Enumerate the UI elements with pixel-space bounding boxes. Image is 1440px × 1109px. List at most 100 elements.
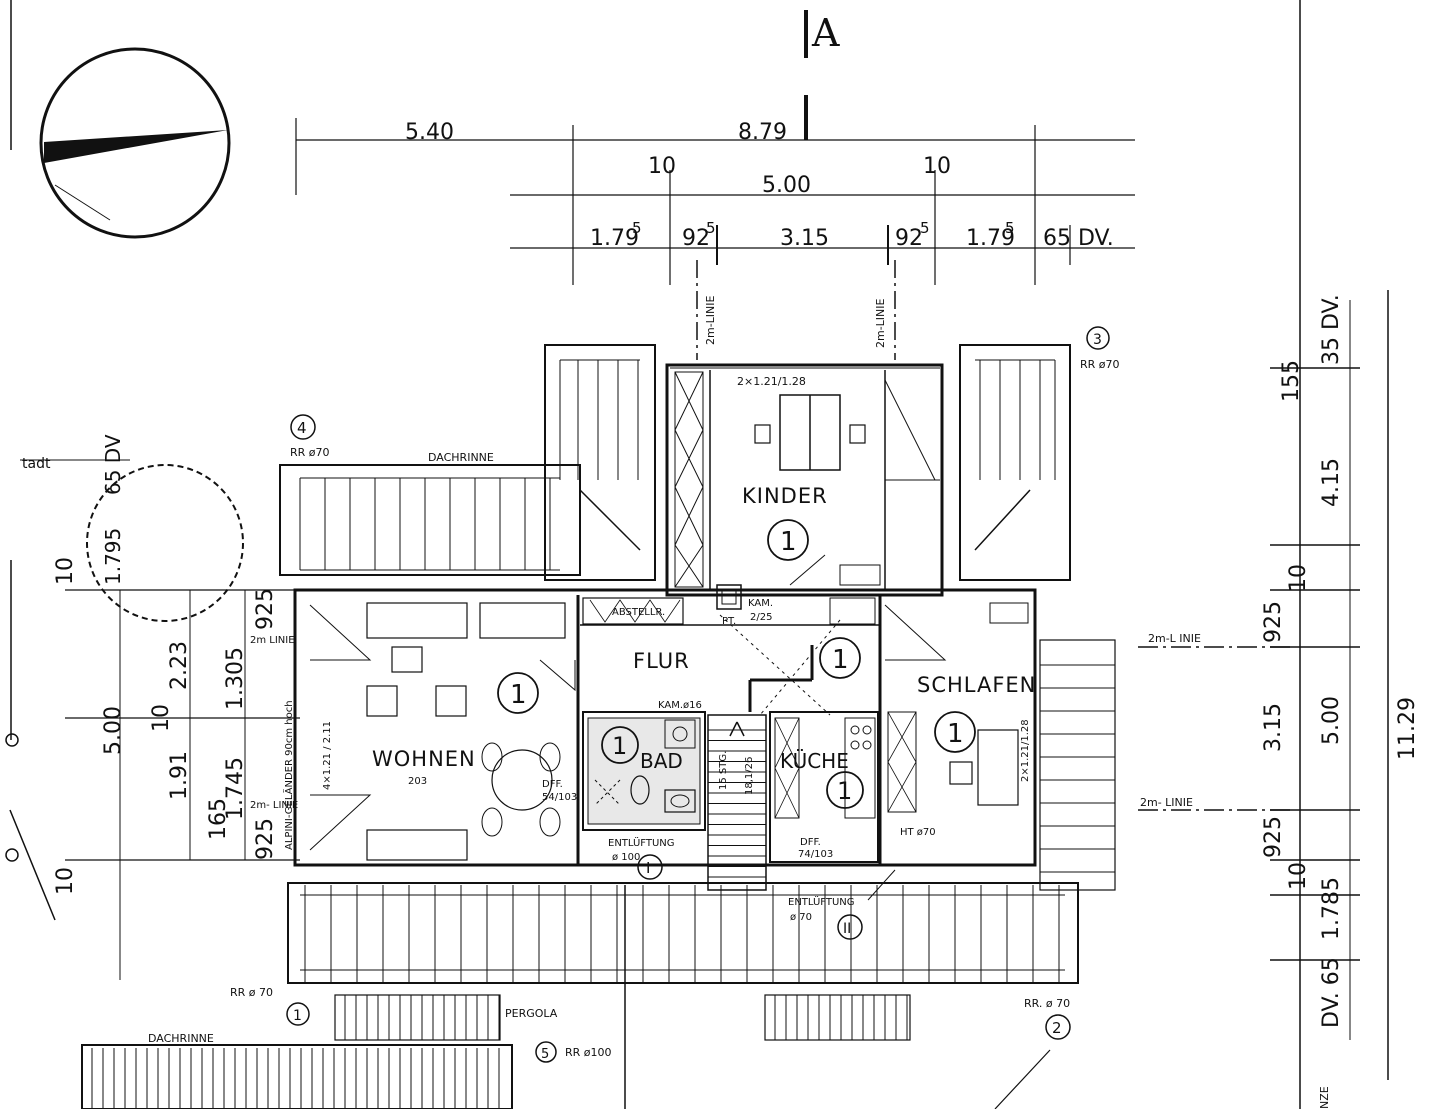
window-schlafen: 2×1.21/1.28 — [1020, 719, 1031, 782]
pt-label: PT. — [722, 616, 736, 627]
dim-10-left: 10 — [648, 154, 676, 179]
dim-1-795-right: 1.79 — [966, 226, 1015, 251]
ht-label: HT ø70 — [900, 827, 936, 838]
entl1-dim: ø 100 — [612, 852, 640, 863]
kam-dim: 2/25 — [750, 612, 772, 623]
dim-8-79: 8.79 — [738, 120, 787, 145]
room-wohnen-sub: 203 — [408, 776, 427, 787]
level-markers: 1 1 1 1 1 1 — [497, 519, 976, 809]
downpipe-4-label: RR ø70 — [290, 446, 330, 459]
level-mark-bad: 1 — [612, 732, 627, 760]
roof-left-wing: DACHRINNE — [279, 451, 581, 576]
downpipe-5: 5 RR ø100 — [535, 1041, 612, 1063]
gelaender-label: ALPINI-GELÄNDER 90cm hoch — [282, 700, 295, 850]
room-bad: BAD — [640, 749, 683, 773]
dim-65-dv-top: 65 DV. — [1043, 226, 1114, 251]
dim-925-r1: 925 — [1261, 601, 1286, 643]
dim-35-dv: 35 DV. — [1319, 294, 1344, 365]
entl2-label: ENTLÜFTUNG — [788, 895, 855, 908]
dim-1-795-left: 1.79 — [590, 226, 639, 251]
downpipe-4-num: 4 — [297, 419, 307, 437]
linie-label-h2: 2m- LINIE — [1140, 796, 1193, 809]
dim-dv-65: DV. 65 — [1319, 957, 1344, 1028]
dim-925-r2: 925 — [1261, 816, 1286, 858]
room-flur: FLUR — [633, 649, 690, 673]
right-dimension-chain: 35 DV. 155 4.15 10 925 3.15 5.00 11.29 9… — [1261, 294, 1420, 1040]
building-outline: 2×1.21/1.28 KINDER — [293, 363, 1037, 867]
room-schlafen: SCHLAFEN — [917, 673, 1036, 697]
dim-1-785: 1.785 — [1319, 877, 1344, 940]
dachrinne-bottom: DACHRINNE — [148, 1032, 214, 1045]
downpipe-5-num: 5 — [541, 1047, 549, 1062]
level-mark-wohnen: 1 — [510, 680, 527, 710]
dim-4-15: 4.15 — [1319, 458, 1344, 507]
level-mark-flur: 1 — [832, 645, 849, 675]
dim-sup: 5 — [920, 219, 930, 237]
downpipe-1-label: RR ø 70 — [230, 986, 273, 999]
dim-5-00-top: 5.00 — [762, 173, 811, 198]
dim-3-15-top: 3.15 — [780, 226, 829, 251]
linie-label-v2: 2m-LINIE — [874, 298, 887, 348]
linie-left-2: 2m- LINIE — [250, 800, 298, 811]
dim-65-dv-left: 65 DV — [101, 434, 125, 495]
north-arrow-icon — [39, 47, 231, 239]
downpipe-2-label: RR. ø 70 — [1024, 997, 1070, 1010]
window-wohnen: 4×1.21 / 2.11 — [322, 721, 333, 790]
interior-walls: ABSTELLR. KAM. 2/25 PT. KAM.ø16 BAD DFF.… — [542, 584, 882, 891]
ventilation: ENTLÜFTUNG ø 100 I ENTLÜFTUNG ø 70 II — [608, 836, 896, 940]
dim-5-00-left: 5.00 — [101, 706, 126, 755]
roof-bottom — [287, 882, 1079, 1109]
dim-925-l2: 925 — [253, 818, 278, 860]
level-mark-schlafen: 1 — [947, 719, 964, 749]
dim-165: 165 — [206, 798, 231, 840]
downpipe-1: 1 RR ø 70 — [230, 986, 310, 1026]
bottom-right-label: NZE — [1318, 1086, 1331, 1109]
two-meter-lines-right: 2m-L INIE 2m- LINIE — [1138, 632, 1295, 811]
dff-kuche-dim: 74/103 — [798, 849, 833, 860]
downpipe-3: 3 RR ø70 — [1080, 326, 1120, 371]
dachrinne-top: DACHRINNE — [428, 451, 494, 464]
section-marker: A — [811, 11, 840, 55]
downpipe-1-num: 1 — [293, 1008, 302, 1024]
dim-5-40: 5.40 — [405, 120, 454, 145]
linie-label-h1: 2m-L INIE — [1148, 632, 1201, 645]
downpipe-2: 2 RR. ø 70 — [1024, 997, 1071, 1040]
wohnen-furniture: WOHNEN 203 4×1.21 / 2.11 ALPINI-GELÄNDER… — [282, 602, 576, 861]
level-mark-kinder: 1 — [780, 527, 797, 557]
entl1-mark: I — [646, 859, 650, 877]
room-kuche: KÜCHE — [780, 749, 849, 773]
downpipe-3-label: RR ø70 — [1080, 358, 1120, 371]
linie-label-v1: 2m-LINIE — [704, 295, 717, 345]
stairs-ratio: 18,1/26 — [744, 757, 755, 795]
downpipe-2-num: 2 — [1052, 1019, 1062, 1037]
stadt-text: tadt — [22, 456, 51, 472]
downpipe-3-num: 3 — [1093, 332, 1102, 348]
top-dimension-chain: 5.40 8.79 10 10 5.00 1.79 5 92 5 3.15 92… — [295, 118, 1135, 285]
dim-925-right: 92 — [895, 226, 923, 251]
linie-left-1: 2m LINIE — [250, 635, 295, 646]
schlafen-furniture: SCHLAFEN 2×1.21/1.28 HT ø70 — [884, 602, 1036, 838]
dim-925-left: 92 — [682, 226, 710, 251]
pergola: PERGOLA — [334, 994, 911, 1041]
dim-10-l1: 10 — [53, 557, 78, 585]
room-abstell: ABSTELLR. — [612, 607, 665, 618]
pergola-label: PERGOLA — [505, 1007, 558, 1020]
dim-10-l3: 10 — [53, 867, 78, 895]
dim-10-r1: 10 — [1286, 564, 1311, 592]
dff-bad-dim: 54/103 — [542, 792, 577, 803]
roof-lower-left: DACHRINNE — [81, 1032, 513, 1109]
dim-sup: 5 — [632, 219, 642, 237]
dim-11-29: 11.29 — [1395, 697, 1420, 760]
dff-bad: DFF. — [542, 779, 563, 790]
downpipe-5-label: RR ø100 — [565, 1046, 612, 1059]
dim-1-305: 1.305 — [223, 647, 248, 710]
entl2-dim: ø 70 — [790, 912, 812, 923]
dim-925-l1: 925 — [253, 588, 278, 630]
entl2-mark: II — [843, 921, 851, 937]
window-kinder: 2×1.21/1.28 — [737, 375, 806, 388]
dff-kuche: DFF. — [800, 837, 821, 848]
exterior-stairs-right — [1039, 639, 1116, 891]
dim-sup: 5 — [706, 219, 716, 237]
stairs-count: 15 STG. — [718, 751, 729, 790]
